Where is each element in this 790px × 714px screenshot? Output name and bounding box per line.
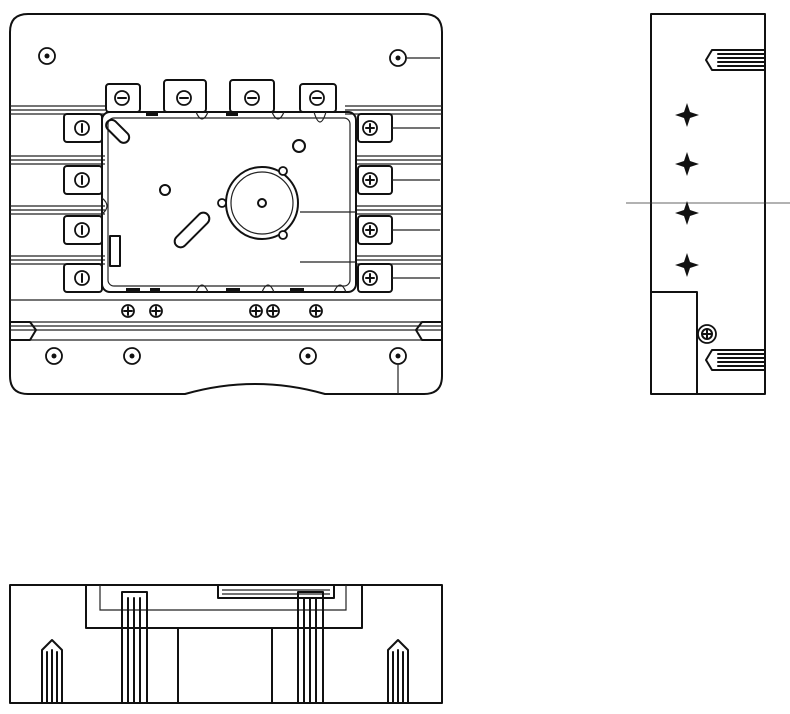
main-boss-outer [225, 166, 299, 240]
rail-bands [10, 105, 442, 341]
lower-screws [121, 304, 323, 318]
bottom-cavity-outline [85, 584, 363, 629]
right-screw-tabs [357, 113, 440, 293]
bottom-columns [121, 591, 324, 704]
side-view [626, 13, 790, 395]
corner-bolts [38, 47, 440, 394]
front-view [9, 13, 443, 395]
bottom-outer-plate [9, 584, 443, 704]
main-boss-inner [230, 171, 294, 235]
side-step [650, 291, 698, 395]
side-outer-plate [650, 13, 766, 395]
side-bolt [697, 324, 717, 344]
front-outer-plate [9, 13, 443, 395]
cavity-inner-outline [107, 117, 351, 287]
diagonal-slot [173, 211, 211, 249]
bottom-guide-pins [41, 639, 409, 704]
side-clamps [9, 321, 443, 341]
cavity-block [101, 111, 357, 293]
left-screw-tabs [63, 113, 103, 293]
vertical-slot [109, 235, 121, 267]
bottom-view [9, 584, 443, 704]
diagonal-slot-top [105, 118, 131, 144]
main-boss-center [257, 198, 267, 208]
top-screw-tabs [105, 79, 337, 113]
side-guide-pins [705, 49, 766, 371]
cavity-features [101, 111, 356, 293]
side-markers [675, 103, 699, 277]
